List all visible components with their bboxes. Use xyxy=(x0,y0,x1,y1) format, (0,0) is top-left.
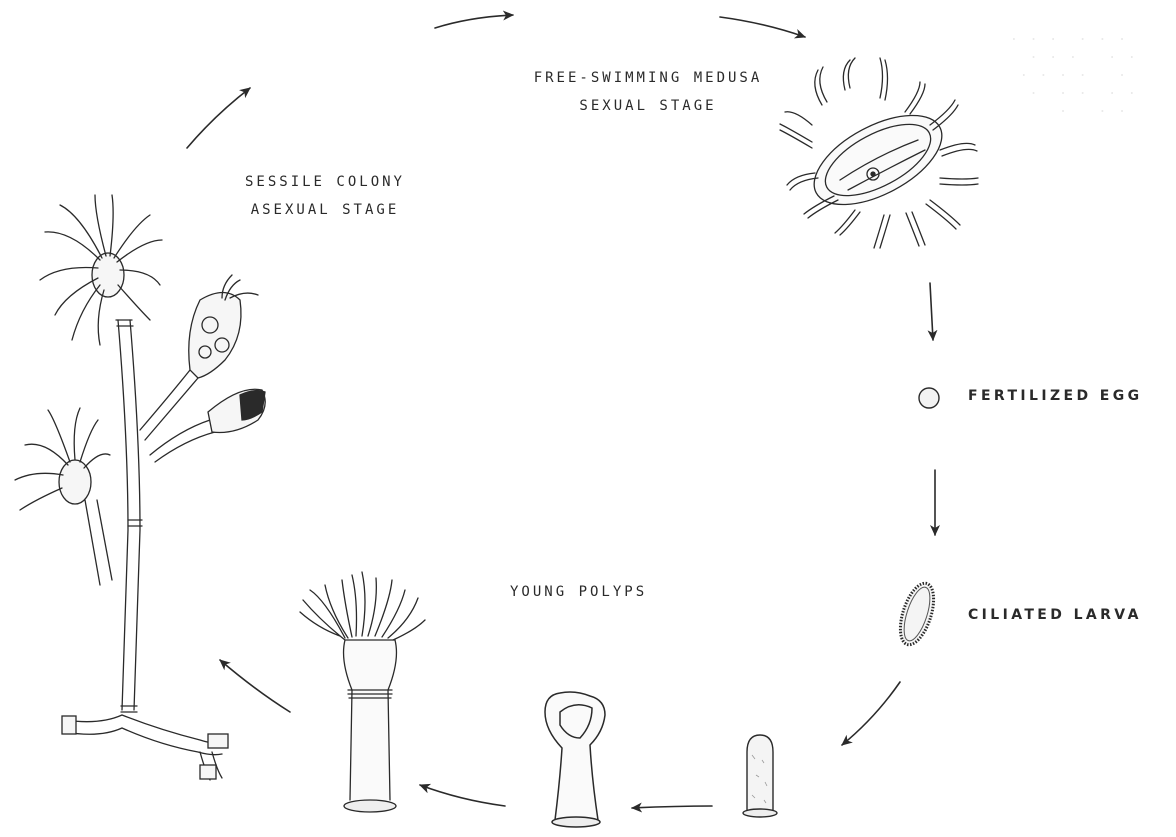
colony-illustration xyxy=(15,195,265,780)
medusa-label-line1: FREE-SWIMMING MEDUSA xyxy=(498,68,798,88)
cycle-arrow-2 xyxy=(435,15,513,28)
medusa-label-line2: SEXUAL STAGE xyxy=(498,96,798,116)
larva-illustration xyxy=(894,579,940,649)
egg-label: FERTILIZED EGG xyxy=(968,386,1143,406)
cycle-arrow-9 xyxy=(220,660,290,712)
young-polyp-illustration xyxy=(300,572,425,812)
early-polyp-illustration xyxy=(545,692,605,827)
cycle-arrow-6 xyxy=(842,682,900,745)
colony-label-line2: ASEXUAL STAGE xyxy=(220,200,430,220)
egg-illustration xyxy=(919,388,939,408)
cycle-arrow-8 xyxy=(420,785,505,806)
cycle-arrow-1 xyxy=(187,88,250,148)
cycle-arrow-3 xyxy=(720,17,805,37)
cycle-arrow-4 xyxy=(930,283,933,340)
colony-label-line1: SESSILE COLONY xyxy=(220,172,430,192)
settled-larva-illustration xyxy=(743,735,777,817)
medusa-illustration xyxy=(780,58,978,248)
cycle-arrow-7 xyxy=(632,806,712,808)
polyps-label: YOUNG POLYPS xyxy=(510,582,647,602)
larva-label: CILIATED LARVA xyxy=(968,605,1142,625)
